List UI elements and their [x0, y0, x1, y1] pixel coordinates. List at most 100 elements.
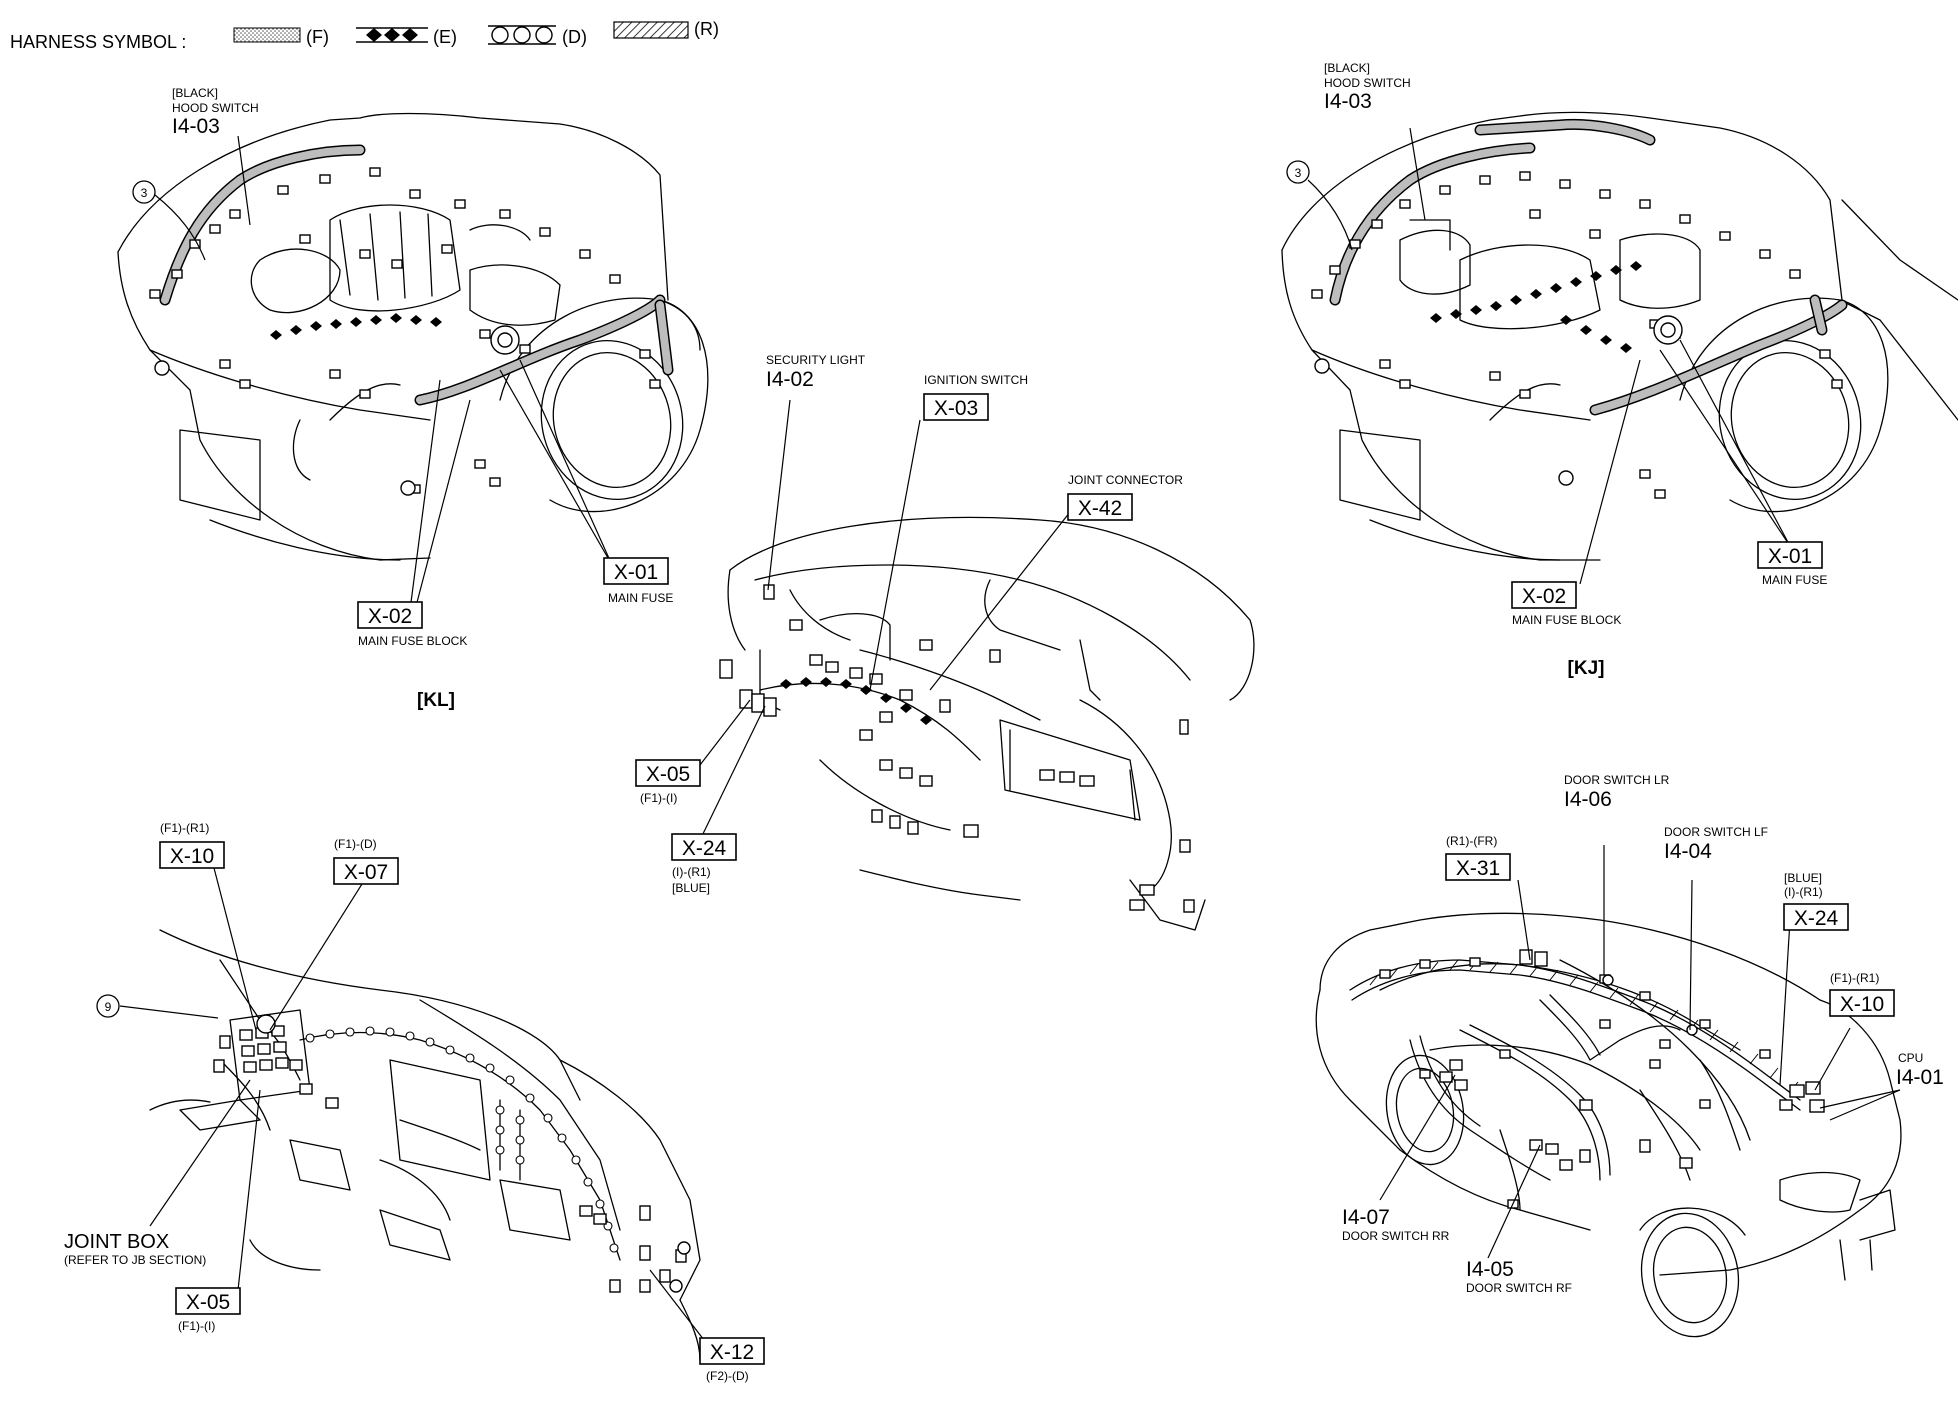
ref-circle-9 [96, 994, 120, 1018]
legend-code-r: (R) [694, 19, 719, 39]
body-x10-code: X-10 [1840, 993, 1884, 1016]
kj-main-fuse-block-code: X-02 [1522, 585, 1566, 608]
legend-symbol-hatched [613, 21, 689, 39]
body-x10-callout: (F1)-(R1) X-10 [1829, 971, 1895, 1017]
kl-main-fuse-name: MAIN FUSE [608, 591, 673, 605]
dash-x05-callout: X-05 (F1)-(I) [635, 759, 701, 805]
kj-hood-switch-name: HOOD SWITCH [1324, 76, 1411, 90]
kl-main-fuse-code: X-01 [614, 561, 658, 584]
kj-main-fuse-name: MAIN FUSE [1762, 573, 1827, 587]
security-light-label: SECURITY LIGHT I4-02 [766, 353, 866, 391]
dash-x05-sub: (F1)-(I) [640, 791, 677, 805]
legend-title: HARNESS SYMBOL : [10, 32, 186, 52]
ignition-switch-code: X-03 [934, 397, 978, 420]
body-x31-code: X-31 [1456, 857, 1500, 880]
dash-x24-code: X-24 [682, 837, 727, 860]
dashboard-view [699, 399, 1255, 931]
security-light-code: I4-02 [766, 368, 814, 391]
cpu-label: CPU I4-01 [1896, 1051, 1944, 1089]
kj-main-fuse-block-name: MAIN FUSE BLOCK [1512, 613, 1621, 627]
lower-x05-code: X-05 [186, 1291, 230, 1314]
legend-symbol-dotted [233, 27, 301, 43]
door-switch-lf-name: DOOR SWITCH LF [1664, 825, 1768, 839]
door-switch-lr-label: DOOR SWITCH LR I4-06 [1564, 773, 1670, 811]
kl-view-title: [KL] [417, 690, 455, 711]
kj-main-fuse-block-callout: X-02 MAIN FUSE BLOCK [1511, 581, 1621, 627]
cpu-code: I4-01 [1896, 1066, 1944, 1089]
kj-hood-switch-label: [BLACK] HOOD SWITCH I4-03 [1324, 61, 1411, 113]
door-switch-rf-name: DOOR SWITCH RF [1466, 1281, 1572, 1295]
legend-symbol-diamonds [356, 27, 428, 43]
door-switch-rf-code: I4-05 [1466, 1258, 1514, 1281]
dash-x05-code: X-05 [646, 763, 690, 786]
lower-x07-sub: (F1)-(D) [334, 837, 377, 851]
joint-box-note: (REFER TO JB SECTION) [64, 1253, 206, 1267]
dash-x24-sub: (I)-(R1) [672, 865, 711, 879]
cpu-name: CPU [1898, 1051, 1923, 1065]
lower-x10-callout: (F1)-(R1) X-10 [159, 821, 225, 869]
body-x24-color: [BLUE] [1784, 871, 1822, 885]
lower-x12-code: X-12 [710, 1341, 754, 1364]
joint-box-name: JOINT BOX [64, 1231, 169, 1253]
lower-x05-sub: (F1)-(I) [178, 1319, 215, 1333]
ref-9: 9 [105, 1000, 112, 1014]
joint-box-label: JOINT BOX (REFER TO JB SECTION) [64, 1231, 206, 1267]
kj-main-fuse-callout: X-01 MAIN FUSE [1757, 541, 1827, 587]
door-switch-rr-label: I4-07 DOOR SWITCH RR [1342, 1206, 1450, 1243]
kl-ref-3: 3 [141, 186, 148, 200]
lower-x05-callout: X-05 (F1)-(I) [175, 1287, 241, 1333]
legend-code-f: (F) [306, 27, 329, 47]
kj-main-fuse-code: X-01 [1768, 545, 1812, 568]
joint-connector-code: X-42 [1078, 497, 1122, 520]
body-x24-code: X-24 [1794, 907, 1839, 930]
door-switch-lf-code: I4-04 [1664, 840, 1712, 863]
door-switch-rr-code: I4-07 [1342, 1206, 1390, 1229]
kl-hood-switch-color: [BLACK] [172, 86, 218, 100]
lower-x10-code: X-10 [170, 845, 214, 868]
door-switch-lf-label: DOOR SWITCH LF I4-04 [1664, 825, 1768, 863]
kj-view-title: [KJ] [1568, 658, 1605, 679]
kl-main-fuse-block-callout: X-02 MAIN FUSE BLOCK [357, 601, 467, 648]
body-x10-sub: (F1)-(R1) [1830, 971, 1879, 985]
lower-x10-sub: (F1)-(R1) [160, 821, 209, 835]
security-light-name: SECURITY LIGHT [766, 353, 866, 367]
legend-code-e: (E) [433, 27, 457, 47]
lower-x07-callout: (F1)-(D) X-07 [333, 837, 399, 885]
ignition-switch-callout: IGNITION SWITCH X-03 [923, 373, 1028, 421]
body-x24-callout: [BLUE] (I)-(R1) X-24 [1783, 871, 1849, 931]
kl-main-fuse-block-name: MAIN FUSE BLOCK [358, 634, 467, 648]
body-x31-sub: (R1)-(FR) [1446, 834, 1497, 848]
door-switch-rf-label: I4-05 DOOR SWITCH RF [1466, 1258, 1572, 1295]
door-switch-lr-code: I4-06 [1564, 788, 1612, 811]
kl-engine-bay-view: 3 [117, 112, 709, 611]
vehicle-body-view [1315, 845, 1902, 1338]
door-switch-rr-name: DOOR SWITCH RR [1342, 1229, 1450, 1243]
kj-ref-3: 3 [1295, 166, 1302, 180]
kl-ref-circle-3 [132, 180, 156, 204]
kj-hood-switch-color: [BLACK] [1324, 61, 1370, 75]
harness-legend: HARNESS SYMBOL : (F) (E) (D) (R) [10, 19, 719, 52]
kl-hood-switch-label: [BLACK] HOOD SWITCH I4-03 [172, 86, 259, 138]
lower-x12-sub: (F2)-(D) [706, 1369, 749, 1383]
dash-x24-color: [BLUE] [672, 881, 710, 895]
ignition-switch-name: IGNITION SWITCH [924, 373, 1028, 387]
kj-engine-bay-view: 3 [1281, 111, 1958, 585]
door-switch-lr-name: DOOR SWITCH LR [1564, 773, 1670, 787]
legend-symbol-circles [488, 25, 556, 45]
kl-hood-switch-code: I4-03 [172, 115, 220, 138]
kl-hood-switch-name: HOOD SWITCH [172, 101, 259, 115]
kl-main-fuse-block-code: X-02 [368, 605, 412, 628]
kl-main-fuse-callout: X-01 MAIN FUSE [603, 557, 673, 605]
kj-ref-circle-3 [1286, 160, 1310, 184]
dash-x24-callout: X-24 (I)-(R1) [BLUE] [671, 833, 737, 895]
lower-dash-view: 9 [96, 867, 705, 1361]
body-x31-callout: (R1)-(FR) X-31 [1445, 834, 1511, 881]
lower-x12-callout: X-12 (F2)-(D) [699, 1337, 765, 1383]
joint-connector-name: JOINT CONNECTOR [1068, 473, 1183, 487]
joint-connector-callout: JOINT CONNECTOR X-42 [1067, 473, 1183, 521]
legend-code-d: (D) [562, 27, 587, 47]
body-x24-sub: (I)-(R1) [1784, 885, 1823, 899]
lower-x07-code: X-07 [344, 861, 388, 884]
kj-hood-switch-code: I4-03 [1324, 90, 1372, 113]
